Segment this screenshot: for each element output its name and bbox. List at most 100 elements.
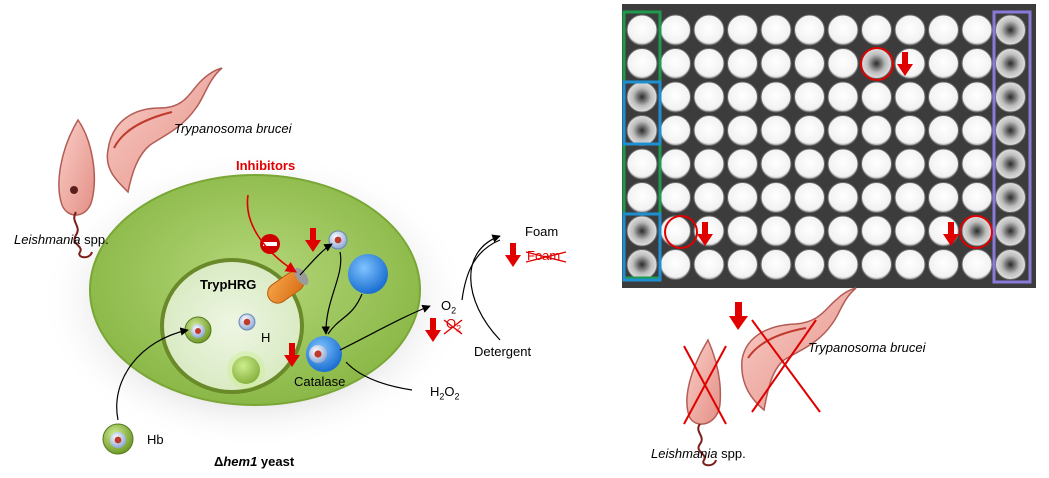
plate-well [961, 115, 993, 146]
plate-well [626, 48, 658, 79]
tryphrg-transporter [267, 267, 309, 304]
plate-well [660, 182, 691, 213]
inhibitor-arrow [246, 194, 297, 273]
leishmania-result-suffix: spp. [717, 446, 746, 461]
leishmania-result-label: Leishmania spp. [651, 446, 746, 461]
plate-well [660, 115, 691, 146]
hit-circle-2 [664, 215, 698, 249]
trypanosoma-label: Trypanosoma brucei [174, 121, 292, 136]
plate-well [894, 148, 926, 180]
plate-well [626, 14, 658, 46]
blue-box-top [622, 80, 662, 146]
heme-label: H [261, 330, 271, 345]
hit-circle-1 [860, 47, 894, 81]
plate-well [760, 148, 792, 180]
nucleus [160, 258, 304, 394]
trypanosoma-crossed-icon [741, 287, 857, 413]
leishmania-result-name: Leishmania [651, 446, 718, 461]
plate-well [760, 81, 792, 113]
o2-release-arrow [339, 304, 431, 351]
plate-well [961, 48, 993, 79]
plate-well [894, 249, 926, 280]
plate-well [861, 14, 892, 46]
o2-to-foam-line [461, 239, 501, 301]
plate-well [693, 81, 725, 113]
foam-strike-2 [525, 251, 567, 263]
plate-well [928, 115, 959, 146]
plate-well [861, 182, 892, 213]
plate-well [794, 81, 825, 113]
plate-well [827, 215, 859, 247]
plate-well [760, 182, 792, 213]
plate-well [727, 81, 758, 113]
microplate-image [622, 4, 1036, 288]
o2-strike-2 [443, 319, 463, 335]
leishmania-parasite-icon [58, 118, 96, 259]
plate-well [995, 115, 1026, 146]
plate-well [861, 81, 892, 113]
plate-well [995, 215, 1026, 247]
yeast-prefix: Δ [214, 454, 224, 469]
plate-well [794, 215, 825, 247]
hit-circle-3 [959, 215, 993, 249]
right-lower-panel [683, 287, 857, 467]
plate-well [995, 249, 1026, 280]
blue-box-bottom [622, 212, 662, 282]
plate-well [928, 48, 959, 79]
plate-well [727, 182, 758, 213]
yeast-gene: hem1 [223, 454, 258, 469]
o2-crossed-label: O2 [446, 316, 462, 334]
plate-well [693, 182, 725, 213]
plate-well [660, 148, 691, 180]
yeast-label: Δhem1 yeast [214, 454, 294, 469]
plate-well [693, 148, 725, 180]
plate-well [794, 115, 825, 146]
left-panel [40, 67, 567, 455]
heme-globule-nucleus [184, 316, 212, 344]
plate-well [894, 115, 926, 146]
plate-wells [626, 14, 1026, 280]
catalase-vesicle [348, 254, 388, 294]
foam-crossed-label: Foam [527, 248, 561, 263]
plate-well [928, 14, 959, 46]
purple-box [992, 10, 1032, 284]
trypanosoma-result-label: Trypanosoma brucei [808, 340, 926, 355]
heme-molecule [238, 313, 256, 331]
hb-label: Hb [147, 432, 164, 447]
leishmania-name: Leishmania [14, 232, 81, 247]
plate-well [693, 14, 725, 46]
catalase-enzyme [306, 336, 342, 372]
plate-well [794, 182, 825, 213]
plate-well [660, 14, 691, 46]
plate-well [794, 249, 825, 280]
down-arrow-red-2 [284, 343, 300, 367]
plate-well [727, 115, 758, 146]
plate-well [660, 249, 691, 280]
tryphrg-label: TrypHRG [200, 277, 257, 292]
plate-well [894, 14, 926, 46]
h2o2-label: H2O2 [430, 384, 460, 402]
leishmania-crossed-icon [683, 338, 727, 467]
plate-well [760, 215, 792, 247]
plate-well [961, 182, 993, 213]
plate-down-arrow-3 [943, 222, 959, 246]
plate-well [660, 48, 691, 79]
detergent-label: Detergent [474, 344, 532, 359]
down-arrow-red-4 [505, 243, 521, 267]
plate-well [760, 14, 792, 46]
plate-well [894, 81, 926, 113]
plate-well [693, 215, 725, 247]
yeast-suffix: yeast [257, 454, 295, 469]
plate-well [995, 48, 1026, 79]
plate-well [894, 215, 926, 247]
plate-well [928, 148, 959, 180]
plate-well [961, 81, 993, 113]
h2o2-arrow [345, 361, 413, 391]
plate-well [961, 249, 993, 280]
plate-well [995, 81, 1026, 113]
heme-export-arrow [299, 243, 333, 276]
plate-well [760, 249, 792, 280]
down-arrow-red-3 [425, 318, 441, 342]
plate-well [827, 81, 859, 113]
